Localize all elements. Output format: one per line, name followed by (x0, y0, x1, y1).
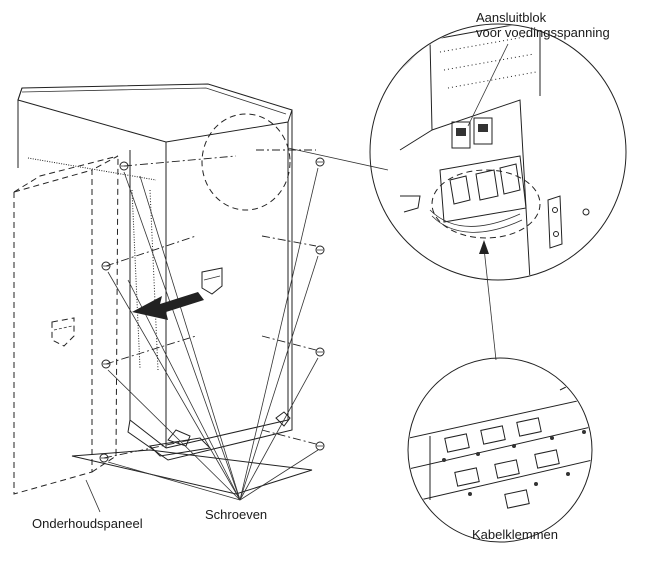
screw-icon (315, 245, 325, 255)
handle-icon (51, 317, 75, 347)
screw-icon (101, 261, 111, 271)
screw-icon (315, 347, 325, 357)
detail-cable-clamps (407, 357, 593, 543)
service-panel-label: Onderhoudspaneel (32, 516, 143, 531)
detail-focus-circle (201, 113, 291, 211)
screw-icon (101, 359, 111, 369)
screws-label: Schroeven (205, 507, 268, 522)
terminal-block-label-line2: voor voedingsspanning (476, 25, 610, 40)
cable-clamps-label: Kabelklemmen (472, 527, 558, 542)
terminal-block-label-line1: Aansluitblok (476, 10, 547, 25)
service-panel (13, 155, 119, 513)
terminal-block-label: Aansluitblok voor voedingsspanning (476, 10, 610, 40)
screw-alignment-lines (103, 149, 317, 459)
screw-leader-lines (107, 167, 319, 501)
screw-icon (582, 208, 590, 216)
screw-icon (315, 441, 325, 451)
detail-terminal-block (369, 23, 627, 281)
screw-icon (588, 250, 596, 258)
screws (99, 157, 325, 463)
screw-icon (99, 453, 109, 463)
outdoor-unit-body (17, 83, 313, 495)
detail-link-arrow (479, 240, 497, 361)
heat-exchanger-fins (27, 157, 159, 371)
removal-arrow-icon (132, 292, 204, 320)
handle-icon (201, 267, 223, 295)
screw-icon (119, 161, 129, 171)
screw-icon (315, 157, 325, 167)
